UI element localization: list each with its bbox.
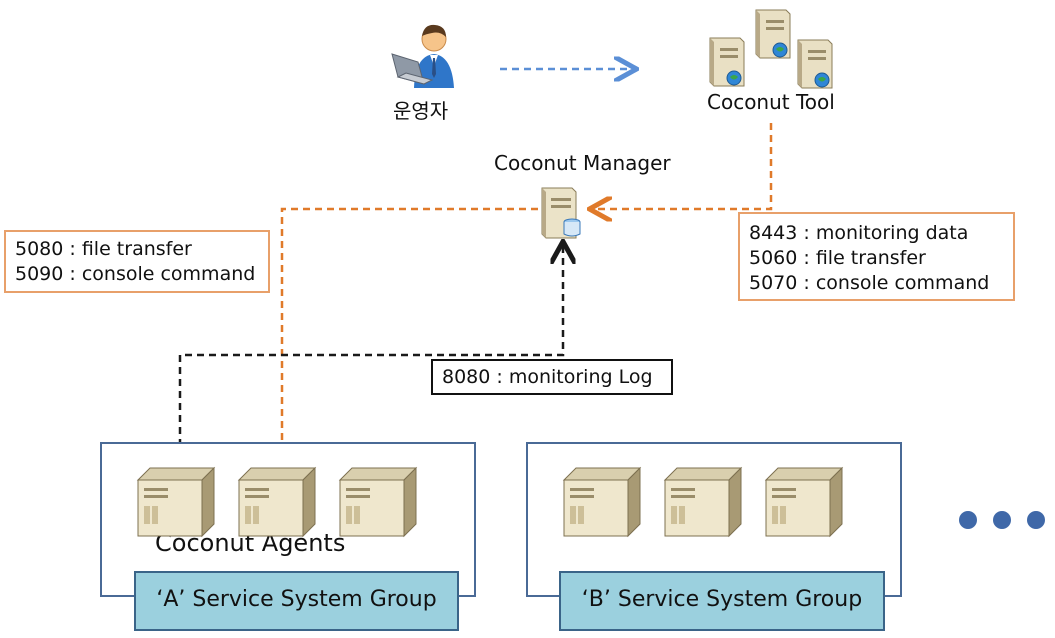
- coconut-manager-label: Coconut Manager: [494, 151, 671, 175]
- port-line: 8443 : monitoring data: [749, 222, 969, 244]
- port-line: 5060 : file transfer: [749, 247, 926, 269]
- manager-to-agents-ports-box: 5080 : file transfer 5090 : console comm…: [4, 230, 270, 293]
- agent-server-icon: [338, 466, 418, 542]
- server-cluster-icon: [709, 9, 833, 89]
- tool-to-manager-ports-box: 8443 : monitoring data 5060 : file trans…: [738, 212, 1015, 301]
- more-groups-dot: [993, 511, 1011, 529]
- agent-server-icon: [237, 466, 317, 542]
- database-server-icon: [541, 187, 581, 239]
- operator-label: 운영자: [393, 99, 449, 123]
- more-groups-dot: [1027, 511, 1045, 529]
- agent-server-icon: [136, 466, 216, 542]
- more-groups-dot: [959, 511, 977, 529]
- agent-server-icon: [562, 466, 642, 542]
- port-line: 8080 : monitoring Log: [442, 366, 653, 388]
- port-line: 5080 : file transfer: [15, 238, 192, 260]
- operator-person-laptop-icon: [391, 24, 454, 88]
- manager-to-agent-arrow: [282, 207, 538, 467]
- port-line: 5090 : console command: [15, 263, 256, 285]
- agent-to-manager-arrow: [178, 244, 563, 470]
- port-line: 5070 : console command: [749, 272, 990, 294]
- group-a-label: ‘A’ Service System Group: [134, 571, 459, 631]
- coconut-tool-label: Coconut Tool: [707, 90, 835, 114]
- group-b-label: ‘B’ Service System Group: [559, 571, 885, 631]
- tool-to-manager-arrow: [592, 123, 773, 209]
- agent-server-icon: [663, 466, 743, 542]
- agent-server-icon: [764, 466, 844, 542]
- agents-to-manager-ports-box: 8080 : monitoring Log: [431, 359, 673, 395]
